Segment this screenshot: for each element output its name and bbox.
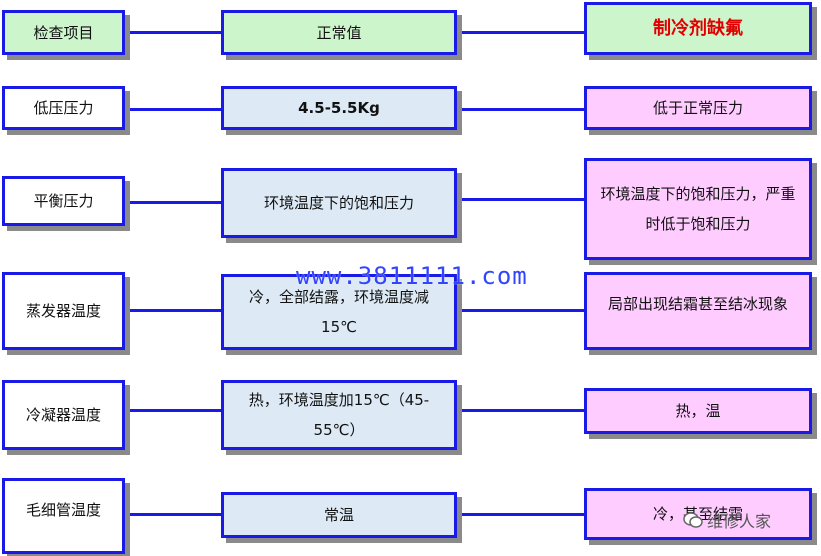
normal-low-pressure: 4.5-5.5Kg (221, 86, 457, 130)
connector-row-3-left (125, 201, 221, 204)
normal-evaporator-temp: 冷，全部结露，环境温度减15℃ (221, 274, 457, 350)
connector-row-1-right (457, 31, 584, 34)
header-normal-value: 正常值 (221, 10, 457, 55)
fault-evaporator-temp: 局部出现结霜甚至结冰现象 (584, 272, 812, 350)
brand-logo: 维修人家 (683, 508, 771, 532)
fault-low-pressure: 低于正常压力 (584, 86, 812, 130)
watermark-url: www.3811111.com (296, 262, 528, 290)
connector-row-2-left (125, 108, 221, 111)
connector-row-2-right (457, 108, 584, 111)
check-capillary-temp: 毛细管温度 (2, 478, 125, 554)
check-low-pressure: 低压压力 (2, 86, 125, 130)
connector-row-1-left (125, 31, 221, 34)
fault-condenser-temp: 热，温 (584, 388, 812, 434)
logo-text: 维修人家 (707, 512, 772, 531)
normal-condenser-temp: 热，环境温度加15℃（45-55℃） (221, 380, 457, 450)
fault-balance-pressure: 环境温度下的饱和压力，严重时低于饱和压力 (584, 158, 812, 260)
check-balance-pressure: 平衡压力 (2, 176, 125, 226)
fault-capillary-temp: 冷，甚至结霜 (584, 488, 812, 540)
connector-row-5-left (125, 409, 221, 412)
check-condenser-temp: 冷凝器温度 (2, 380, 125, 450)
header-fault-title: 制冷剂缺氟 (584, 2, 812, 55)
connector-row-4-right (457, 309, 584, 312)
connector-row-5-right (457, 409, 584, 412)
normal-capillary-temp: 常温 (221, 492, 457, 538)
connector-row-4-left (125, 309, 221, 312)
check-evaporator-temp: 蒸发器温度 (2, 272, 125, 350)
normal-balance-pressure: 环境温度下的饱和压力 (221, 168, 457, 238)
connector-row-6-right (457, 513, 584, 516)
header-check-item: 检查项目 (2, 10, 125, 55)
connector-row-6-left (125, 513, 221, 516)
chat-bubble-icon (683, 512, 703, 528)
connector-row-3-right (457, 198, 584, 201)
